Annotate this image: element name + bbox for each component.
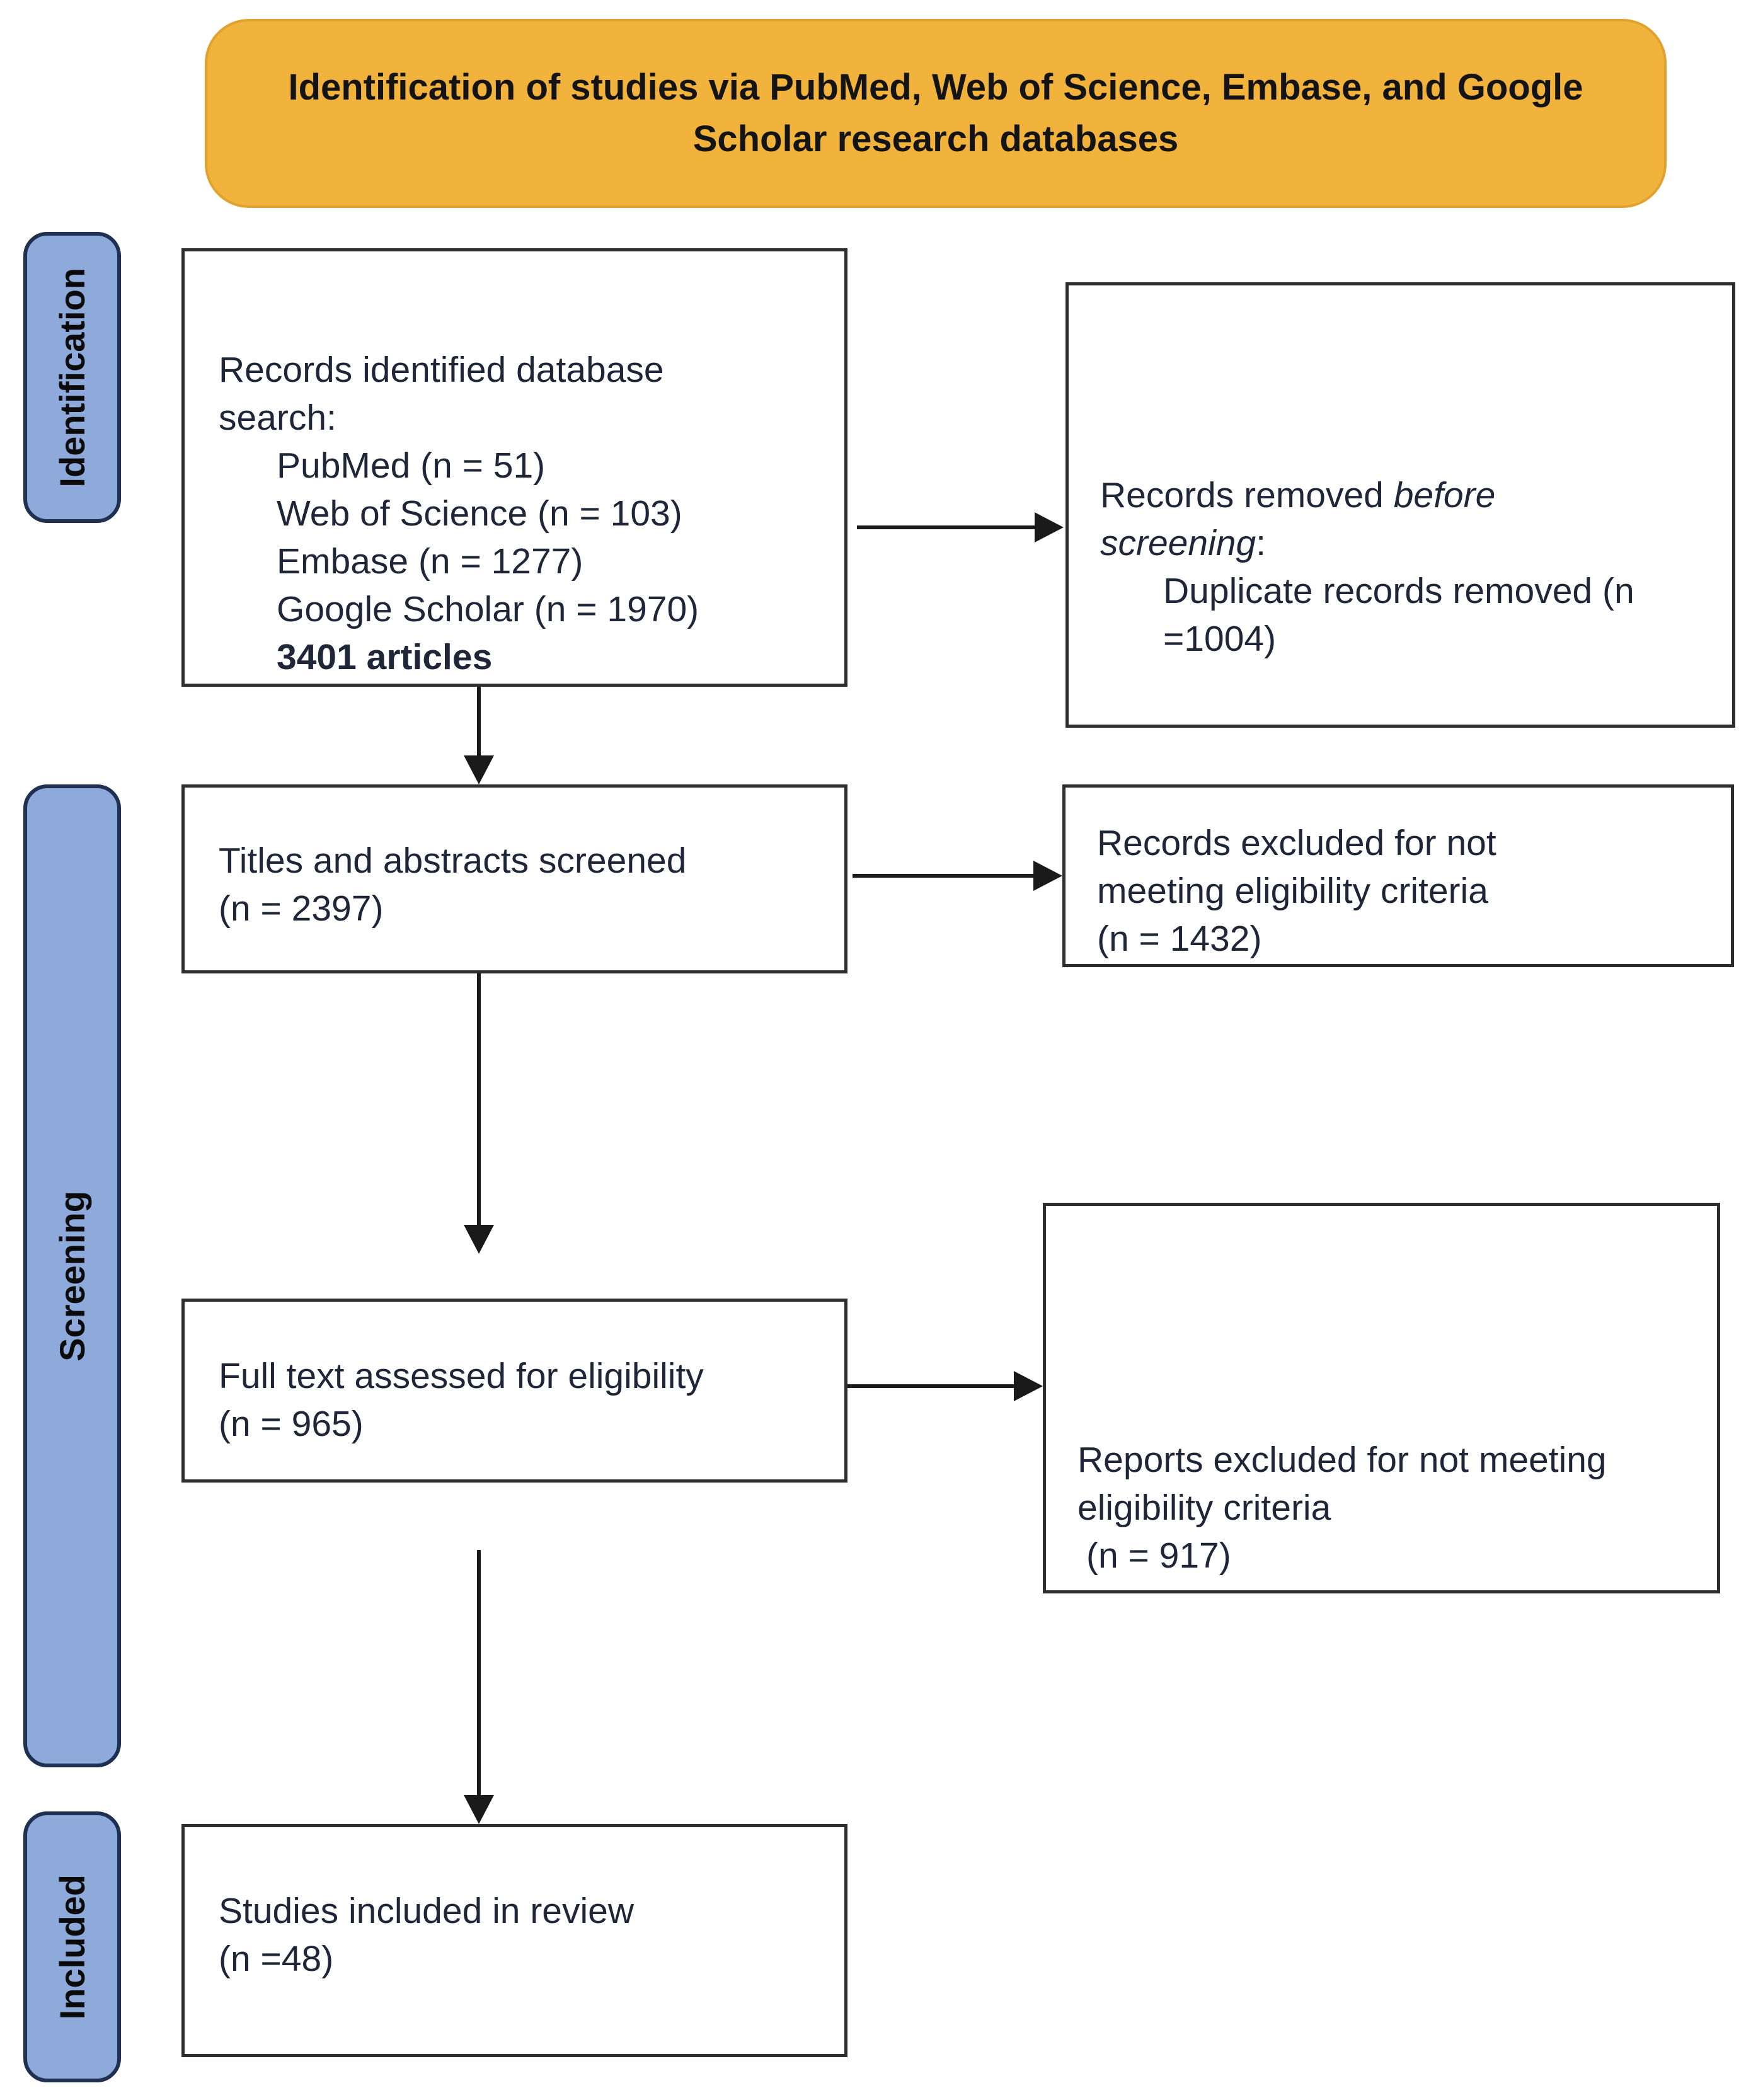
studies-included-text: Studies included in review bbox=[219, 1891, 635, 1931]
arrow-shaft bbox=[477, 1550, 481, 1798]
reports-excluded-count: (n = 917) bbox=[1086, 1535, 1231, 1576]
arrow-shaft bbox=[847, 1384, 1014, 1388]
full-text-assessed-count: (n = 965) bbox=[219, 1404, 364, 1444]
database-count-google-scholar: Google Scholar (n = 1970) bbox=[277, 589, 699, 629]
records-removed-italic-screening: screening bbox=[1100, 523, 1256, 563]
stage-label-screening: Screening bbox=[52, 1190, 92, 1362]
database-count-web-of-science: Web of Science (n = 103) bbox=[277, 493, 682, 534]
records-removed-italic-before: before bbox=[1393, 475, 1496, 515]
records-excluded-count: (n = 1432) bbox=[1097, 919, 1262, 959]
records-identified-heading-2: search: bbox=[219, 398, 336, 438]
reports-excluded-line-2: eligibility criteria bbox=[1077, 1488, 1331, 1528]
titles-screened-box: Titles and abstracts screened (n = 2397) bbox=[181, 784, 847, 973]
arrow-head bbox=[1033, 861, 1062, 891]
arrow-head bbox=[1014, 1371, 1043, 1401]
duplicates-removed-line-1: Duplicate records removed (n bbox=[1163, 571, 1634, 611]
stage-label-identification: Identification bbox=[52, 267, 92, 488]
arrow-head bbox=[464, 755, 494, 784]
records-excluded-line-1: Records excluded for not bbox=[1097, 823, 1496, 863]
stage-bar-identification: Identification bbox=[23, 232, 121, 523]
title-text: Identification of studies via PubMed, We… bbox=[288, 62, 1583, 165]
titles-screened-count: (n = 2397) bbox=[219, 888, 384, 929]
records-identified-box: Records identified database search: PubM… bbox=[181, 248, 847, 687]
records-removed-line-1: Records removed before bbox=[1100, 471, 1704, 519]
titles-screened-text: Titles and abstracts screened bbox=[219, 841, 687, 881]
records-identified-heading-1: Records identified database bbox=[219, 350, 664, 390]
arrow-shaft bbox=[853, 874, 1033, 878]
stage-bar-screening: Screening bbox=[23, 784, 121, 1767]
stage-label-included: Included bbox=[52, 1874, 92, 2020]
records-excluded-box: Records excluded for not meeting eligibi… bbox=[1062, 784, 1734, 967]
arrow-shaft bbox=[857, 525, 1035, 529]
studies-included-box: Studies included in review (n =48) bbox=[181, 1824, 847, 2057]
articles-total: 3401 articles bbox=[277, 637, 493, 677]
records-removed-prefix: Records removed bbox=[1100, 475, 1394, 515]
records-removed-box: Records removed before screening: Duplic… bbox=[1065, 282, 1735, 728]
arrow-shaft bbox=[477, 973, 481, 1227]
reports-excluded-box: Reports excluded for not meeting eligibi… bbox=[1043, 1203, 1720, 1593]
arrow-head bbox=[464, 1225, 494, 1254]
title-line-1: Identification of studies via PubMed, We… bbox=[288, 67, 1583, 108]
title-line-2: Scholar research databases bbox=[692, 118, 1179, 159]
studies-included-count: (n =48) bbox=[219, 1939, 334, 1979]
title-banner: Identification of studies via PubMed, We… bbox=[205, 19, 1667, 208]
arrow-shaft bbox=[477, 687, 481, 757]
database-count-embase: Embase (n = 1277) bbox=[277, 541, 583, 582]
duplicates-removed-line-2: =1004) bbox=[1163, 619, 1277, 659]
records-removed-colon: : bbox=[1256, 523, 1266, 563]
stage-bar-included: Included bbox=[23, 1811, 121, 2082]
records-excluded-line-2: meeting eligibility criteria bbox=[1097, 871, 1488, 911]
records-removed-line-2: screening: bbox=[1100, 519, 1704, 567]
database-count-pubmed: PubMed (n = 51) bbox=[277, 445, 546, 486]
reports-excluded-line-1: Reports excluded for not meeting bbox=[1077, 1440, 1607, 1480]
arrow-head bbox=[464, 1795, 494, 1824]
arrow-head bbox=[1035, 512, 1064, 542]
full-text-assessed-text: Full text assessed for eligibility bbox=[219, 1356, 704, 1396]
full-text-assessed-box: Full text assessed for eligibility (n = … bbox=[181, 1299, 847, 1483]
